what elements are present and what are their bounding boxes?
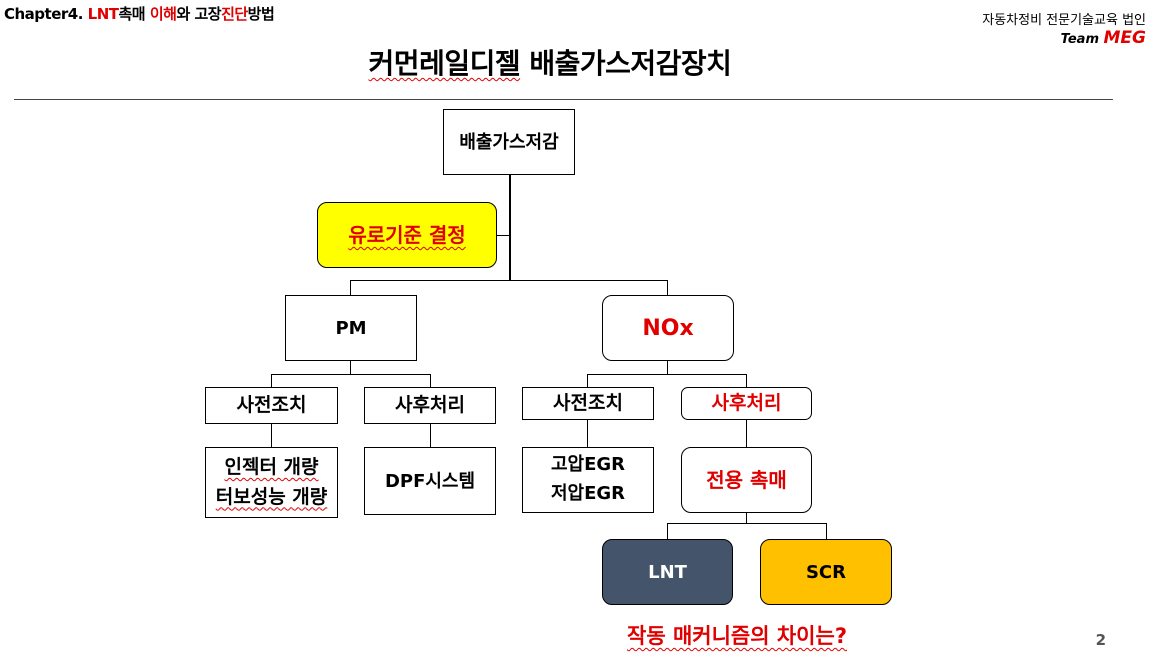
- connector-pm-pre-child: [271, 423, 272, 448]
- connector-level1-bar: [350, 280, 668, 281]
- connector-nox-post-child: [746, 419, 747, 448]
- node-lnt-label: LNT: [648, 561, 687, 583]
- node-high-egr-label: 고압EGR: [550, 454, 626, 476]
- node-nox-label: NOx: [642, 315, 694, 341]
- node-pm: PM: [285, 295, 417, 361]
- node-oil-label: 유로기준 결정: [348, 223, 466, 247]
- node-root: 배출가스저감: [443, 109, 575, 175]
- node-pm-pre: 사전조치: [205, 387, 338, 424]
- node-injector-label: 인젝터 개량: [224, 456, 319, 479]
- node-turbo-label: 터보성능 개량: [215, 485, 328, 508]
- chapter-text-4: 방법: [247, 5, 275, 23]
- node-nox-post: 사후처리: [681, 387, 812, 420]
- node-low-egr-label: 저압EGR: [550, 483, 626, 504]
- connector-nox-drop: [667, 280, 668, 296]
- connector-scr-drop: [826, 523, 827, 540]
- node-scr: SCR: [760, 539, 892, 605]
- connector-nox-stem: [667, 360, 668, 374]
- connector-pm-post-drop: [430, 374, 431, 388]
- chapter-text-2: 촉매: [118, 5, 150, 23]
- team-prefix: Team: [1060, 32, 1104, 47]
- title-divider: [14, 99, 1113, 100]
- connector-dedicated-stem: [746, 513, 747, 523]
- mechanism-question-text: 작동 매커니즘의 차이는?: [627, 624, 848, 648]
- connector-pm-pre-drop: [271, 374, 272, 388]
- connector-root-trunk: [509, 174, 511, 281]
- org-name: 자동차정비 전문기술교육 법인: [982, 13, 1146, 28]
- node-nox: NOx: [602, 295, 734, 361]
- node-nox-pre-label: 사전조치: [553, 392, 623, 415]
- chapter-text-3: 와 고장: [176, 5, 222, 23]
- chapter-red-3: 진단: [221, 5, 248, 23]
- chapter-lnt: LNT: [87, 5, 119, 23]
- connector-catalyst-bar: [667, 523, 826, 524]
- node-egr: 고압EGR 저압EGR: [522, 447, 654, 513]
- team-label: Team MEG: [1061, 28, 1146, 48]
- connector-pm-stem: [350, 360, 351, 374]
- node-lnt: LNT: [602, 539, 733, 605]
- chapter-heading: Chapter4. LNT촉매 이해와 고장진단방법: [4, 3, 275, 24]
- connector-pm-post-child: [430, 423, 431, 448]
- title-part-2: 배출가스저감장치: [520, 47, 732, 80]
- connector-nox-bar: [587, 374, 746, 375]
- chapter-prefix: Chapter4.: [4, 5, 88, 23]
- mechanism-question: 작동 매커니즘의 차이는?: [627, 620, 847, 650]
- connector-nox-pre-drop: [587, 374, 588, 388]
- node-dpf-label: DPF시스템: [384, 470, 476, 492]
- node-nox-post-label: 사후처리: [711, 392, 782, 415]
- node-pm-label: PM: [335, 317, 367, 339]
- node-pm-pre-label: 사전조치: [236, 394, 307, 417]
- node-root-label: 배출가스저감: [459, 131, 559, 153]
- node-injector-turbo: 인젝터 개량 터보성능 개량: [205, 447, 338, 518]
- connector-lnt-drop: [667, 523, 668, 540]
- node-dpf: DPF시스템: [364, 447, 496, 515]
- page-title: 커먼레일디젤 배출가스저감장치: [0, 42, 1100, 82]
- page-number: 2: [1095, 631, 1106, 649]
- connector-nox-post-drop: [746, 374, 747, 388]
- title-part-1: 커먼레일디젤: [368, 47, 521, 80]
- connector-pm-drop: [350, 280, 351, 296]
- node-pm-post-label: 사후처리: [395, 394, 465, 417]
- node-nox-pre: 사전조치: [522, 387, 654, 420]
- node-pm-post: 사후처리: [364, 387, 496, 424]
- node-dedicated-catalyst: 전용 촉매: [681, 447, 812, 513]
- node-dedicated-label: 전용 촉매: [706, 468, 787, 492]
- team-name: MEG: [1103, 28, 1146, 48]
- connector-nox-pre-child: [587, 419, 588, 448]
- node-scr-label: SCR: [805, 561, 847, 583]
- chapter-red-2: 이해: [149, 5, 177, 23]
- connector-oil: [496, 235, 510, 236]
- node-oil-standard: 유로기준 결정: [317, 202, 497, 268]
- connector-pm-bar: [271, 374, 430, 375]
